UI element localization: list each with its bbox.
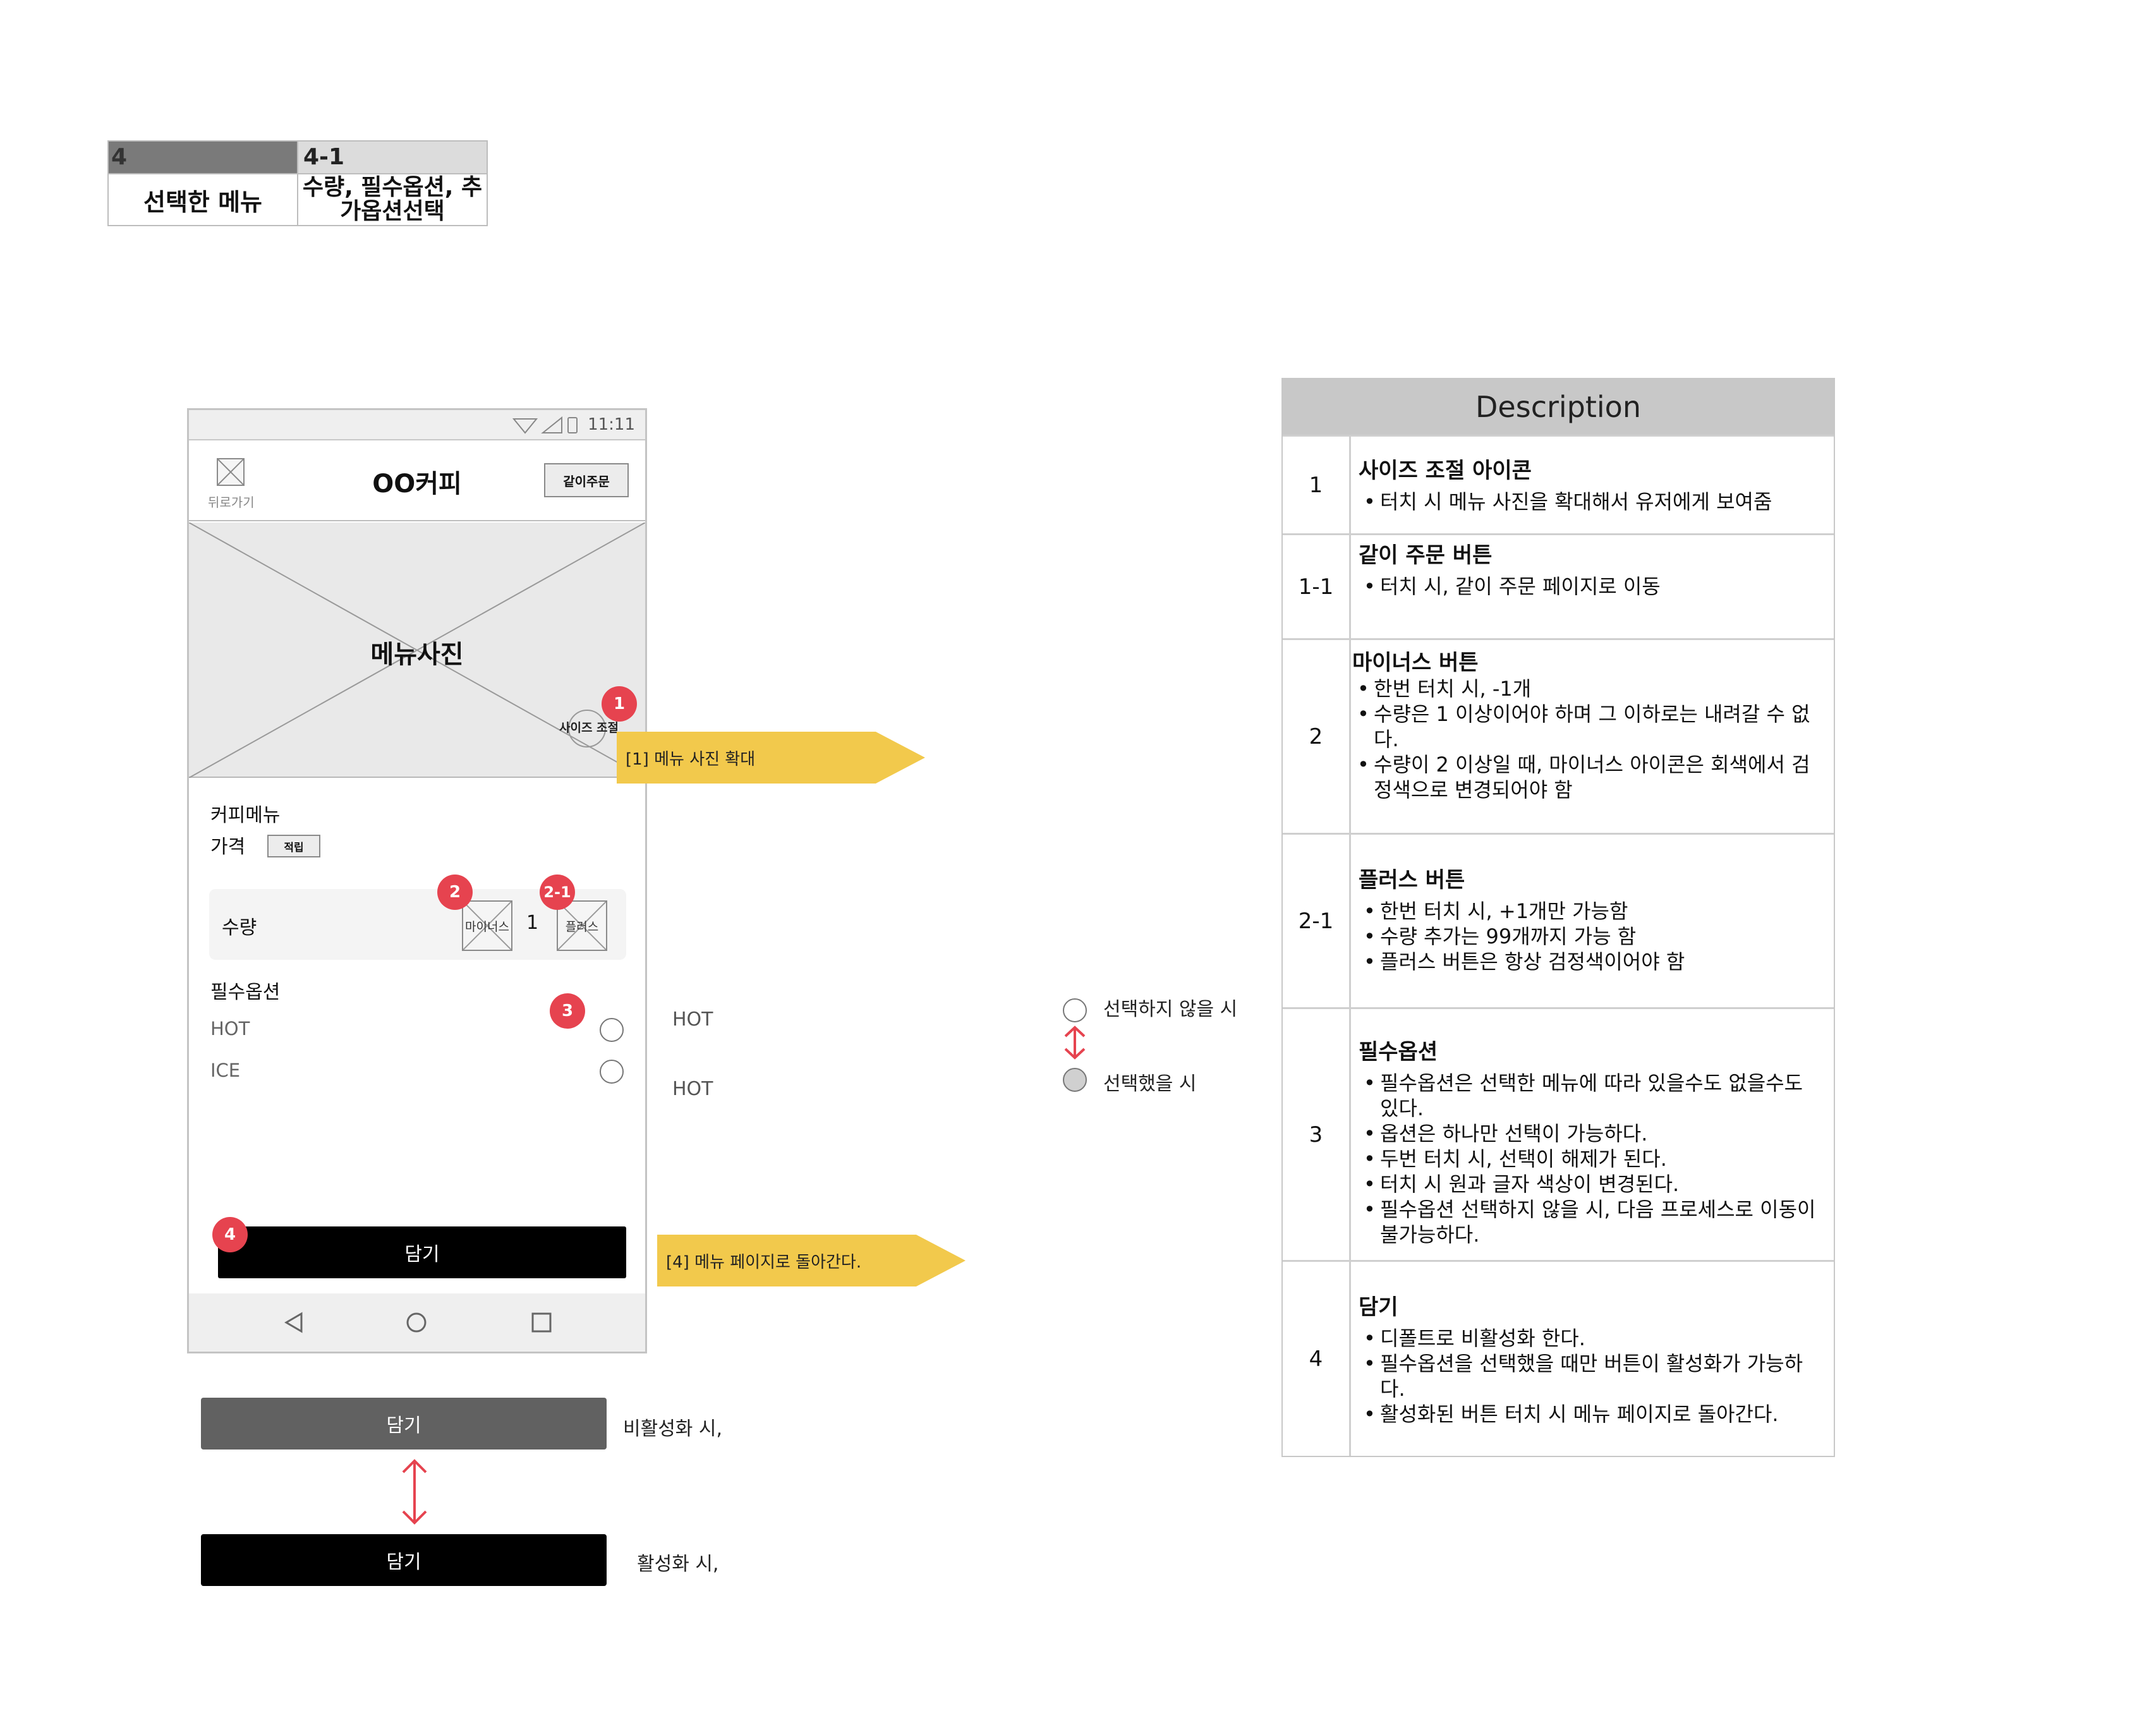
row-item: 터치 시 원과 글자 색상이 변경된다. bbox=[1359, 1171, 1822, 1197]
description-row: 1 사이즈 조절 아이콘 터치 시 메뉴 사진을 확대해서 유저에게 보여줌 bbox=[1283, 435, 1834, 533]
quantity-value: 1 bbox=[526, 912, 539, 934]
callout-photo-zoom: [1] 메뉴 사진 확대 bbox=[617, 732, 925, 784]
button-state-arrow-icon bbox=[402, 1459, 427, 1525]
disabled-state-caption: 비활성화 시, bbox=[623, 1418, 723, 1440]
add-button-enabled-state: 담기 bbox=[201, 1534, 607, 1586]
menu-name: 커피메뉴 bbox=[210, 804, 281, 826]
legend-radio-selected bbox=[1063, 1068, 1087, 1092]
minus-button[interactable]: 마이너스 bbox=[462, 900, 512, 951]
row-item: 수량 추가는 99개까지 가능 함 bbox=[1359, 924, 1822, 949]
add-button[interactable]: 담기 bbox=[218, 1226, 626, 1278]
add-button-disabled-state: 담기 bbox=[201, 1398, 607, 1450]
status-bar: 11:11 bbox=[189, 410, 645, 440]
back-label: 뒤로가기 bbox=[208, 495, 255, 510]
description-row: 2 마이너스 버튼 한번 터치 시, -1개 수량은 1 이상이어야 하며 그 … bbox=[1283, 638, 1834, 833]
menu-photo-placeholder: 메뉴사진 사이즈 조절 bbox=[189, 522, 645, 778]
description-row: 2-1 플러스 버튼 한번 터치 시, +1개만 가능함 수량 추가는 99개까… bbox=[1283, 833, 1834, 1007]
row-number: 1-1 bbox=[1283, 535, 1351, 638]
description-row: 4 담기 디폴트로 비활성화 한다. 필수옵션을 선택했을 때만 버튼이 활성화… bbox=[1283, 1260, 1834, 1456]
description-row: 3 필수옵션 필수옵션은 선택한 메뉴에 따라 있을수도 없을수도 있다. 옵션… bbox=[1283, 1007, 1834, 1260]
legend-selected-label: 선택했을 시 bbox=[1103, 1073, 1197, 1095]
side-label-hot-1: HOT bbox=[672, 1008, 713, 1031]
plus-button[interactable]: 플러스 bbox=[557, 900, 607, 951]
row-title: 마이너스 버튼 bbox=[1352, 650, 1479, 675]
phone-frame: 11:11 뒤로가기 OO커피 같이주문 메뉴사진 사이즈 조절 커피메뉴 가격… bbox=[187, 408, 647, 1353]
legend-radio-unselected bbox=[1063, 998, 1087, 1022]
price-value: 적립 bbox=[267, 835, 320, 857]
row-item: 활성화된 버튼 터치 시 메뉴 페이지로 돌아간다. bbox=[1359, 1401, 1822, 1427]
row-item: 터치 시 메뉴 사진을 확대해서 유저에게 보여줌 bbox=[1359, 489, 1822, 514]
required-option-label: 필수옵션 bbox=[210, 981, 281, 1003]
row-item: 디폴트로 비활성화 한다. bbox=[1359, 1326, 1822, 1351]
badge-2-1: 2-1 bbox=[540, 875, 575, 910]
status-icons bbox=[512, 416, 578, 434]
callout-return-menu: [4] 메뉴 페이지로 돌아간다. bbox=[657, 1235, 966, 1286]
row-number: 3 bbox=[1283, 1009, 1351, 1260]
row-item: 필수옵션을 선택했을 때만 버튼이 활성화가 가능하다. bbox=[1359, 1351, 1822, 1401]
row-title: 같이 주문 버튼 bbox=[1359, 543, 1493, 568]
row-item: 플러스 버튼은 항상 검정색이어야 함 bbox=[1359, 949, 1822, 974]
sub-screen-title: 수량, 필수옵션, 추가옵션선택 bbox=[302, 174, 483, 224]
description-row: 1-1 같이 주문 버튼 터치 시, 같이 주문 페이지로 이동 bbox=[1283, 533, 1834, 638]
nav-recent-icon[interactable] bbox=[530, 1311, 553, 1334]
row-number: 1 bbox=[1283, 437, 1351, 533]
group-order-button[interactable]: 같이주문 bbox=[544, 463, 629, 497]
row-title: 사이즈 조절 아이콘 bbox=[1359, 458, 1532, 483]
app-bar: 뒤로가기 OO커피 같이주문 bbox=[189, 440, 645, 521]
nav-back-icon[interactable] bbox=[282, 1311, 305, 1334]
sub-screen-number: 4-1 bbox=[298, 142, 487, 174]
row-item: 수량은 1 이상이어야 하며 그 이하로는 내려갈 수 없다. bbox=[1352, 701, 1822, 752]
option-ice-label: ICE bbox=[210, 1060, 241, 1081]
row-number: 2-1 bbox=[1283, 835, 1351, 1007]
plus-label: 플러스 bbox=[565, 919, 599, 934]
minus-label: 마이너스 bbox=[465, 919, 509, 934]
quantity-row: 수량 마이너스 1 플러스 bbox=[209, 889, 626, 960]
screen-header-table: 4 4-1 선택한 메뉴 수량, 필수옵션, 추가옵션선택 bbox=[107, 140, 488, 226]
option-hot-radio[interactable] bbox=[600, 1018, 624, 1042]
row-item: 옵션은 하나만 선택이 가능하다. bbox=[1359, 1121, 1822, 1146]
row-item: 한번 터치 시, +1개만 가능함 bbox=[1359, 899, 1822, 924]
status-time: 11:11 bbox=[588, 415, 635, 434]
badge-2: 2 bbox=[437, 875, 473, 910]
screen-number: 4 bbox=[109, 142, 298, 174]
nav-home-icon[interactable] bbox=[405, 1311, 428, 1334]
legend-unselected-label: 선택하지 않을 시 bbox=[1103, 998, 1238, 1020]
description-table: Description 1 사이즈 조절 아이콘 터치 시 메뉴 사진을 확대해… bbox=[1281, 378, 1835, 1457]
row-title: 담기 bbox=[1359, 1295, 1398, 1320]
row-item: 터치 시, 같이 주문 페이지로 이동 bbox=[1359, 574, 1822, 599]
back-icon[interactable] bbox=[217, 458, 245, 486]
legend-toggle-arrow-icon bbox=[1064, 1026, 1086, 1060]
badge-3: 3 bbox=[550, 993, 585, 1029]
quantity-label: 수량 bbox=[222, 917, 257, 939]
side-label-hot-2: HOT bbox=[672, 1078, 713, 1100]
badge-1: 1 bbox=[602, 686, 637, 722]
row-item: 수량이 2 이상일 때, 마이너스 아이콘은 회색에서 검정색으로 변경되어야 … bbox=[1352, 752, 1822, 802]
description-title: Description bbox=[1283, 379, 1834, 435]
row-number: 2 bbox=[1283, 640, 1351, 833]
row-item: 두번 터치 시, 선택이 해제가 된다. bbox=[1359, 1146, 1822, 1171]
row-number: 4 bbox=[1283, 1262, 1351, 1456]
size-control-icon[interactable] bbox=[568, 710, 606, 748]
option-ice-radio[interactable] bbox=[600, 1060, 624, 1084]
price-label: 가격 bbox=[210, 836, 246, 858]
enabled-state-caption: 활성화 시, bbox=[637, 1553, 719, 1575]
badge-4: 4 bbox=[212, 1217, 248, 1252]
screen-title: 선택한 메뉴 bbox=[109, 174, 298, 225]
row-item: 필수옵션 선택하지 않을 시, 다음 프로세스로 이동이 불가능하다. bbox=[1359, 1197, 1822, 1247]
row-title: 필수옵션 bbox=[1359, 1039, 1438, 1065]
android-nav-bar bbox=[189, 1293, 645, 1352]
option-hot-label: HOT bbox=[210, 1018, 250, 1039]
menu-photo-label: 메뉴사진 bbox=[370, 640, 464, 669]
size-control-label: 사이즈 조절 bbox=[559, 721, 619, 735]
row-item: 한번 터치 시, -1개 bbox=[1352, 676, 1822, 701]
row-title: 플러스 버튼 bbox=[1359, 868, 1465, 893]
row-item: 필수옵션은 선택한 메뉴에 따라 있을수도 없을수도 있다. bbox=[1359, 1070, 1822, 1121]
